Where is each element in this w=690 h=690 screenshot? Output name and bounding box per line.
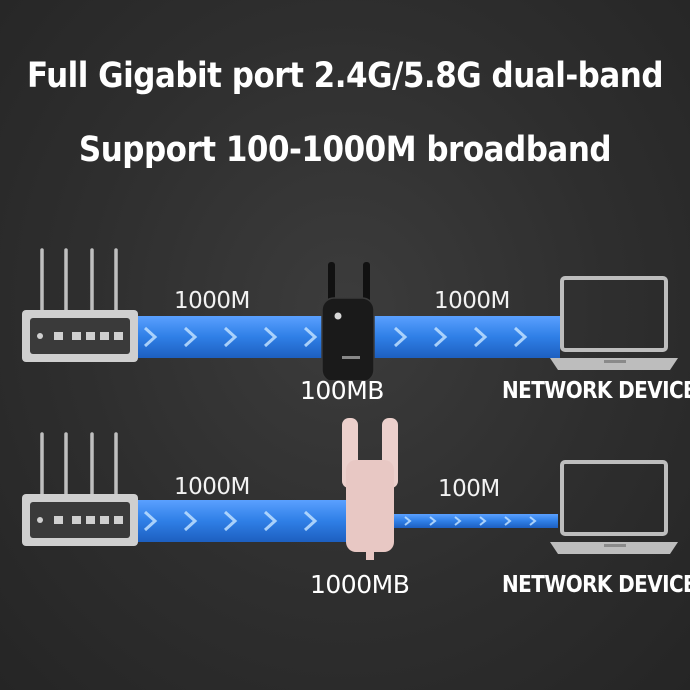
laptop-icon — [550, 276, 678, 370]
router-icon — [22, 432, 138, 546]
extender-speed-label: 1000MB — [310, 570, 410, 599]
left-speed-label: 1000M — [174, 474, 250, 500]
right-speed-label: 100M — [438, 476, 500, 502]
extender-speed-label: 100MB — [300, 376, 384, 405]
router-icon — [22, 248, 138, 362]
laptop-icon — [550, 460, 678, 554]
scenario-2: 1000M 100M 1000MB NETWORK DEVICE — [0, 418, 690, 624]
left-speed-label: 1000M — [174, 288, 250, 314]
wifi-extender-icon — [342, 418, 398, 560]
device-label: NETWORK DEVICE — [502, 570, 690, 598]
headline-line-2: Support 100-1000M broadband — [78, 129, 612, 171]
scenario-1: 1000M 1000M 100MB NETWORK DEVICE — [0, 240, 690, 440]
headline-line-1: Full Gigabit port 2.4G/5.8G dual-band — [26, 55, 664, 97]
wifi-extender-icon — [321, 262, 375, 380]
right-speed-label: 1000M — [434, 288, 510, 314]
device-label: NETWORK DEVICE — [502, 376, 690, 404]
